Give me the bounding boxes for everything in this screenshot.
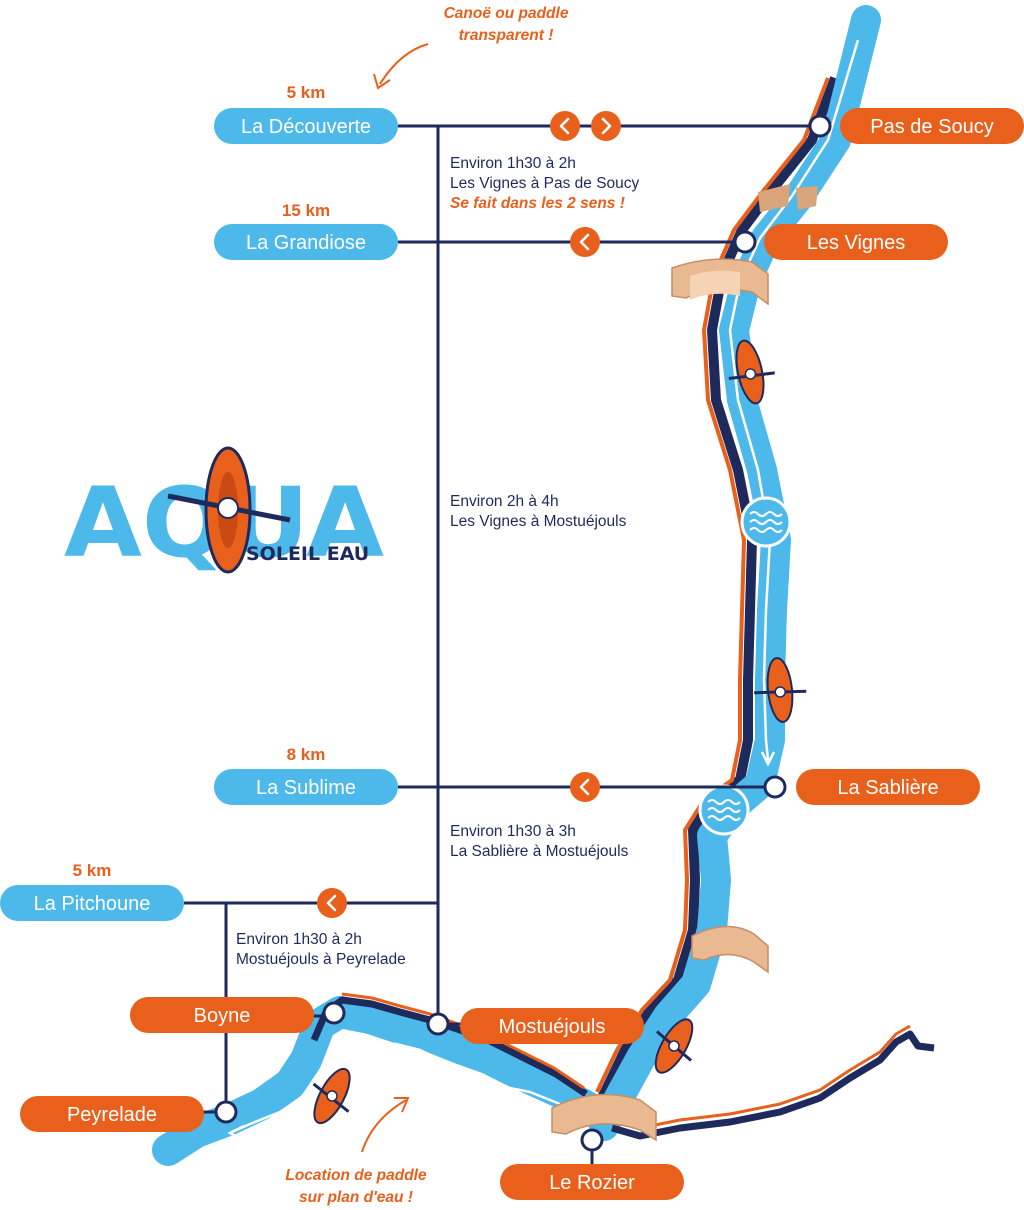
stop-le-rozier[interactable]: Le Rozier [500, 1164, 684, 1200]
stop-marker-boyne [322, 1001, 346, 1025]
stop-name: Boyne [194, 1005, 251, 1027]
kayak-icon [167, 446, 291, 574]
stop-marker-le-rozier [580, 1128, 604, 1152]
kayak-icon [754, 657, 807, 723]
route-name: La Sublime [256, 777, 356, 799]
bridge-icon [551, 1093, 657, 1142]
arrow-icon [379, 43, 429, 85]
section: La Sablière à Mostuéjouls [450, 843, 629, 860]
chevron-left-icon [579, 778, 590, 796]
stop-name: Mostuéjouls [499, 1016, 606, 1038]
direction-button-left[interactable] [550, 111, 580, 141]
direction-button-left[interactable] [317, 888, 347, 918]
stop-name: La Sablière [837, 777, 938, 799]
kayak-icon [728, 339, 775, 405]
route-la-sublime[interactable]: La Sublime [214, 769, 398, 805]
stop-les-vignes[interactable]: Les Vignes [764, 224, 948, 260]
route-name: La Grandiose [246, 232, 366, 254]
bridge-icon [671, 258, 769, 306]
section: Les Vignes à Pas de Soucy [450, 175, 640, 192]
stop-name: Peyrelade [67, 1104, 157, 1126]
kayak-icon [312, 1067, 351, 1125]
both-ways-note: Se fait dans les 2 sens ! [450, 195, 625, 212]
info-decouverte: Environ 1h30 à 2h Les Vignes à Pas de So… [450, 155, 640, 212]
stop-name: Le Rozier [549, 1172, 635, 1194]
route-la-grandiose[interactable]: La Grandiose [214, 224, 398, 260]
stop-name: Les Vignes [807, 232, 906, 254]
arrow-icon [373, 73, 391, 90]
info-grandiose: Environ 2h à 4h Les Vignes à Mostuéjouls [450, 493, 627, 530]
stop-peyrelade[interactable]: Peyrelade [20, 1096, 204, 1132]
water-wave-icon [740, 496, 792, 548]
note-line: Canoë ou paddle [444, 5, 569, 22]
note-line: transparent ! [459, 27, 554, 44]
direction-button-left[interactable] [570, 772, 600, 802]
stop-marker-les-vignes [733, 230, 757, 254]
route-name: La Pitchoune [34, 893, 151, 915]
route-la-decouverte[interactable]: La Découverte [214, 108, 398, 144]
duration: Environ 1h30 à 2h [236, 931, 362, 948]
chevron-left-icon [559, 117, 570, 135]
section: Mostuéjouls à Peyrelade [236, 951, 406, 968]
route-la-pitchoune[interactable]: La Pitchoune [0, 885, 184, 921]
arrow-icon [361, 1099, 407, 1153]
info-sublime: Environ 1h30 à 3h La Sablière à Mostuéjo… [450, 823, 629, 860]
stop-name: Pas de Soucy [870, 116, 993, 138]
route-distance: 8 km [287, 745, 326, 764]
stop-marker-peyrelade [214, 1100, 238, 1124]
stop-pas-de-soucy[interactable]: Pas de Soucy [840, 108, 1024, 144]
stop-marker-mostuejouls [426, 1012, 450, 1036]
chevron-left-icon [579, 233, 590, 251]
bridge-icon [691, 925, 769, 974]
duration: Environ 2h à 4h [450, 493, 559, 510]
bridge-icon [758, 184, 818, 212]
direction-button-left[interactable] [570, 227, 600, 257]
duration: Environ 1h30 à 2h [450, 155, 576, 172]
info-pitchoune: Environ 1h30 à 2h Mostuéjouls à Peyrelad… [236, 931, 406, 968]
logo-aqua: AQUA SOLEIL EAU [64, 446, 384, 579]
note-line: sur plan d'eau ! [299, 1189, 413, 1206]
direction-button-right[interactable] [591, 111, 621, 141]
stop-marker-pas-de-soucy [808, 114, 832, 138]
chevron-left-icon [326, 894, 337, 912]
section: Les Vignes à Mostuéjouls [450, 513, 627, 530]
river [152, 5, 935, 1166]
note-transparent: Canoë ou paddle transparent ! [373, 5, 569, 90]
chevron-right-icon [601, 117, 612, 135]
note-line: Location de paddle [285, 1167, 427, 1184]
stop-boyne[interactable]: Boyne [130, 997, 314, 1033]
route-distance: 5 km [287, 83, 326, 102]
stop-la-sabliere[interactable]: La Sablière [796, 769, 980, 805]
note-paddle-rental: Location de paddle sur plan d'eau ! [285, 1097, 427, 1206]
stop-mostuejouls[interactable]: Mostuéjouls [460, 1008, 644, 1044]
route-name: La Découverte [241, 116, 371, 138]
water-wave-icon [698, 784, 750, 836]
duration: Environ 1h30 à 3h [450, 823, 576, 840]
arrow-icon [394, 1097, 410, 1113]
stop-marker-la-sabliere [763, 775, 787, 799]
route-distance: 15 km [282, 201, 330, 220]
kayak-icon [654, 1018, 694, 1074]
logo-subtitle: SOLEIL EAU [246, 543, 369, 565]
route-distance: 5 km [73, 861, 112, 880]
